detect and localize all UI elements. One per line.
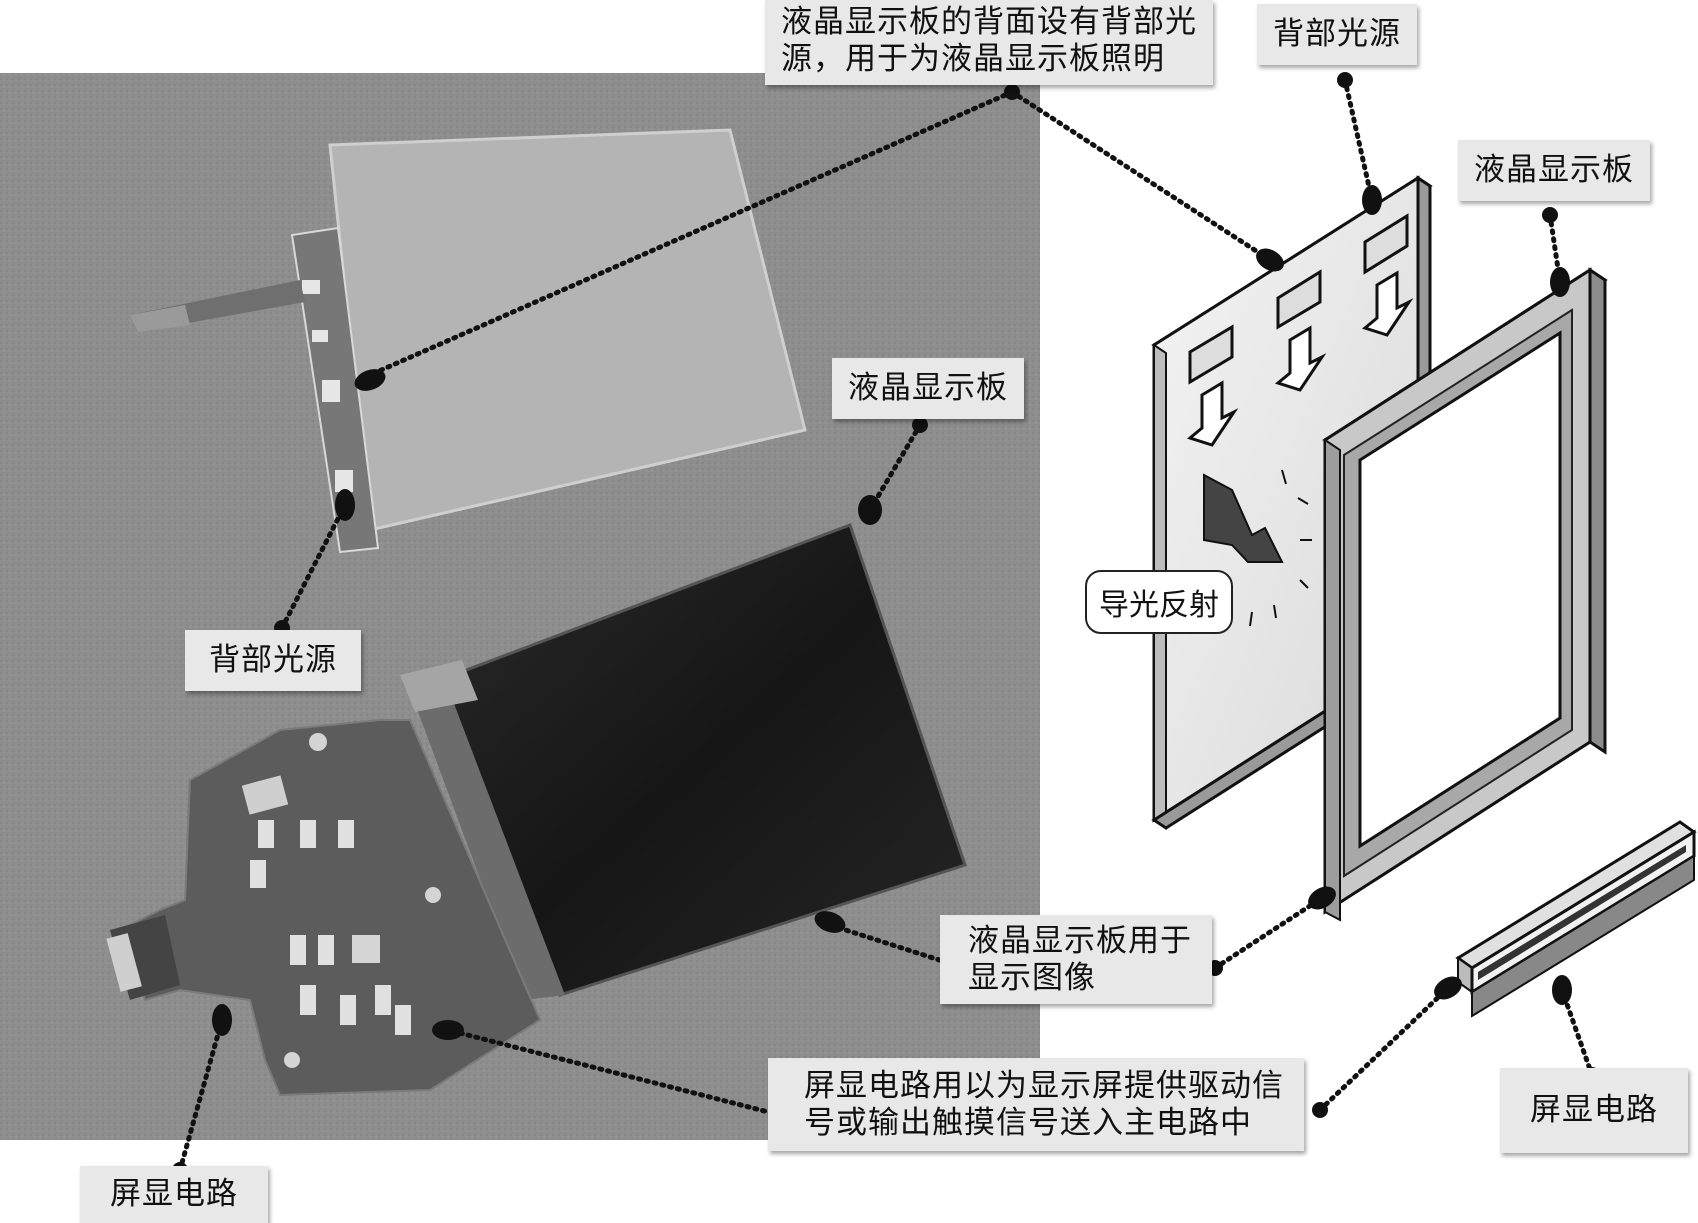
backlight-sheet-photo xyxy=(130,128,807,554)
pointer-hand-icon xyxy=(1362,185,1382,215)
label-circuit-right: 屏显电路 xyxy=(1500,1068,1688,1153)
leader-lcd-photo xyxy=(867,422,923,513)
photo-area xyxy=(0,73,1040,1140)
pointer-hand-icon xyxy=(1256,248,1284,272)
leader-lines xyxy=(177,77,1595,1173)
label-lcd-function-line1: 液晶显示板用于 xyxy=(968,923,1192,959)
pointer-hand-icon xyxy=(1550,267,1570,297)
label-circuit-photo: 屏显电路 xyxy=(80,1166,268,1223)
leader-backlight-right xyxy=(1342,77,1375,203)
pointer-hand-icon xyxy=(1434,976,1462,1000)
leader-backlight-photo xyxy=(279,502,348,631)
leader-lcd-function-photo xyxy=(827,922,958,968)
label-backlight-photo: 背部光源 xyxy=(185,630,361,691)
pointer-hand-icon xyxy=(1552,975,1572,1005)
pointer-hand-icon xyxy=(814,911,846,933)
leader-circuit-note-diagram xyxy=(1317,985,1451,1113)
label-top-note-line2: 源，用于为液晶显示板照明 xyxy=(781,40,1165,77)
label-circuit-note-line2: 号或输出触摸信号送入主电路中 xyxy=(804,1104,1252,1141)
leader-circuit-photo xyxy=(177,1017,225,1173)
leader-circuit-right xyxy=(1559,987,1595,1078)
label-circuit-note: 屏显电路用以为显示屏提供驱动信 号或输出触摸信号送入主电路中 xyxy=(768,1058,1304,1152)
leader-lcd-function-diagram xyxy=(1212,895,1325,971)
pointer-hand-icon xyxy=(335,489,355,521)
pointer-hand-icon xyxy=(1308,886,1336,910)
label-circuit-note-line1: 屏显电路用以为显示屏提供驱动信 xyxy=(804,1068,1284,1104)
label-lcd-function: 液晶显示板用于 显示图像 xyxy=(940,915,1212,1005)
label-backlight-right: 背部光源 xyxy=(1257,4,1417,65)
pointer-hand-icon xyxy=(432,1020,464,1040)
lcd-frame-diagram xyxy=(1322,267,1608,922)
label-lcd-right: 液晶显示板 xyxy=(1458,140,1650,201)
pointer-hand-icon xyxy=(212,1004,232,1036)
lcd-panel-photo xyxy=(400,523,967,1000)
label-lcd-photo: 液晶显示板 xyxy=(832,358,1024,419)
light-guide-callout: 导光反射 xyxy=(1085,570,1233,634)
screen-circuit-board-photo xyxy=(106,719,542,1097)
label-top-note-line1: 液晶显示板的背面设有背部光 xyxy=(781,4,1197,40)
leader-circuit-note-photo xyxy=(445,1027,783,1118)
label-lcd-function-line2: 显示图像 xyxy=(968,959,1096,996)
leader-top-note-photo xyxy=(367,89,1015,378)
exploded-diagram xyxy=(1151,175,1697,1018)
label-top-note: 液晶显示板的背面设有背部光 源，用于为液晶显示板照明 xyxy=(765,0,1213,86)
leader-top-note-diagram xyxy=(1009,89,1273,263)
pointer-hand-icon xyxy=(858,495,882,525)
screen-circuit-connector-diagram xyxy=(1455,820,1697,1018)
pointer-hand-icons xyxy=(212,185,1572,1040)
pointer-hand-icon xyxy=(354,369,386,391)
